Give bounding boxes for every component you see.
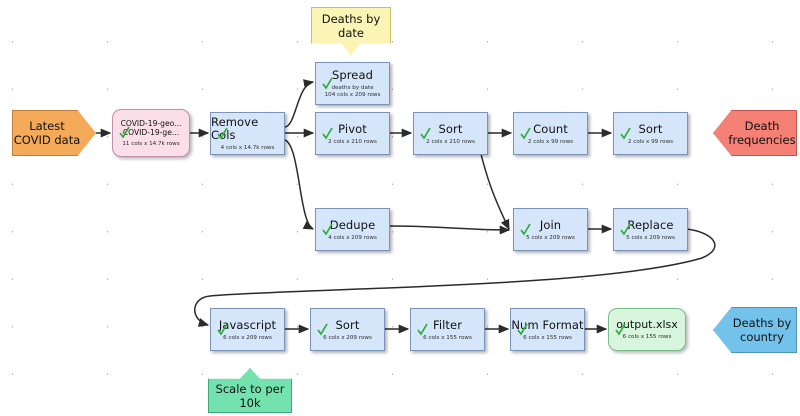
status-ok-icon xyxy=(322,223,333,236)
status-ok-icon xyxy=(119,126,130,139)
edge-removecols-to-spread xyxy=(284,79,315,128)
node-title: Replace xyxy=(627,217,674,232)
node-pivot[interactable]: Pivot 2 cols x 210 rows xyxy=(315,112,390,155)
node-title: Sort xyxy=(335,317,360,332)
node-sort-3[interactable]: Sort 6 cols x 209 rows xyxy=(310,308,385,351)
output-subtitle: 6 cols x 155 rows xyxy=(622,334,672,340)
node-title: Num Format xyxy=(511,317,584,332)
banner-label-line2: frequencies xyxy=(728,133,796,147)
status-ok-icon xyxy=(417,323,428,336)
node-output-xlsx[interactable]: output.xlsx 6 cols x 155 rows xyxy=(608,308,686,351)
node-dedupe[interactable]: Dedupe 4 cols x 209 rows xyxy=(315,208,390,251)
status-ok-icon xyxy=(615,323,626,336)
node-title: Join xyxy=(539,217,562,232)
node-title: Spread xyxy=(331,68,374,83)
banner-label-line1: Deaths by xyxy=(732,316,792,330)
edge-removecols-to-dedupe xyxy=(284,139,315,230)
node-source-covid-data[interactable]: COVID-19-geo... COVID-19-ge... 11 cols x… xyxy=(112,109,190,157)
status-ok-icon xyxy=(620,127,631,140)
status-ok-icon xyxy=(520,127,531,140)
node-subtitle: 5 cols x 209 rows xyxy=(526,234,575,241)
banner-deaths-by-country[interactable]: Deaths by country xyxy=(713,307,797,353)
output-title: output.xlsx xyxy=(616,318,678,331)
node-subtitle: 6 cols x 155 rows xyxy=(423,334,472,341)
note-label-line2: 10k xyxy=(239,395,261,410)
node-subtitle: 6 cols x 155 rows xyxy=(523,334,572,341)
node-subtitle: 4 cols x 14.7k rows xyxy=(220,145,275,152)
banner-label-line1: Latest xyxy=(29,119,65,133)
node-subtitle: 4 cols x 209 rows xyxy=(328,234,377,241)
node-subtitle: 6 cols x 209 rows xyxy=(223,334,272,341)
status-ok-icon xyxy=(217,127,228,140)
note-scale-to-per-10k[interactable]: Scale to per 10k xyxy=(208,368,292,413)
node-title: Sort xyxy=(638,121,663,136)
node-title: Pivot xyxy=(338,121,367,136)
node-subtitle: 2 cols x 99 rows xyxy=(627,138,674,145)
node-subtitle: deaths by date xyxy=(331,85,374,92)
banner-latest-covid-data[interactable]: Latest COVID data xyxy=(12,110,96,156)
note-deaths-by-date[interactable]: Deaths by date xyxy=(311,7,391,55)
node-title: Sort xyxy=(438,121,463,136)
status-ok-icon xyxy=(322,77,333,90)
node-subtitle: 2 cols x 99 rows xyxy=(527,138,574,145)
node-subtitle: 6 cols x 209 rows xyxy=(323,334,372,341)
banner-death-frequencies[interactable]: Death frequencies xyxy=(713,110,797,156)
node-sort-2[interactable]: Sort 2 cols x 99 rows xyxy=(613,112,688,155)
status-ok-icon xyxy=(517,323,528,336)
note-label-line1: Scale to per xyxy=(215,381,285,396)
note-label-line2: date xyxy=(338,26,364,40)
source-subtitle: 11 cols x 14.7k rows xyxy=(122,140,180,147)
node-title: Javascript xyxy=(218,317,277,332)
node-replace[interactable]: Replace 5 cols x 209 rows xyxy=(613,208,688,251)
status-ok-icon xyxy=(620,223,631,236)
node-join[interactable]: Join 5 cols x 209 rows xyxy=(513,208,588,251)
node-num-format[interactable]: Num Format 6 cols x 155 rows xyxy=(510,308,585,351)
node-title: Filter xyxy=(432,317,463,332)
node-count[interactable]: Count 2 cols x 99 rows xyxy=(513,112,588,155)
node-subtitle-2: 104 cols x 209 rows xyxy=(324,92,381,98)
node-remove-cols[interactable]: Remove Cols 4 cols x 14.7k rows xyxy=(210,112,285,155)
status-ok-icon xyxy=(317,323,328,336)
status-ok-icon xyxy=(322,127,333,140)
source-line1: COVID-19-geo... xyxy=(120,118,182,128)
node-spread[interactable]: Spread deaths by date 104 cols x 209 row… xyxy=(315,62,390,105)
source-line2: COVID-19-ge... xyxy=(122,128,180,137)
banner-label-line2: country xyxy=(740,330,784,344)
node-subtitle: 2 cols x 210 rows xyxy=(328,138,377,145)
node-title: Dedupe xyxy=(329,217,376,232)
edge-sort1-to-join xyxy=(478,145,510,231)
node-sort-1[interactable]: Sort 2 cols x 210 rows xyxy=(413,112,488,155)
node-filter[interactable]: Filter 6 cols x 155 rows xyxy=(410,308,485,351)
status-ok-icon xyxy=(217,323,228,336)
edge-dedupe-to-join xyxy=(387,225,511,235)
status-ok-icon xyxy=(420,127,431,140)
node-javascript[interactable]: Javascript 6 cols x 209 rows xyxy=(210,308,285,351)
node-subtitle: 5 cols x 209 rows xyxy=(626,234,675,241)
banner-label-line2: COVID data xyxy=(13,133,81,147)
banner-label-line1: Death xyxy=(744,119,780,133)
node-title: Count xyxy=(533,121,568,136)
note-label-line1: Deaths by xyxy=(321,12,381,26)
status-ok-icon xyxy=(520,223,531,236)
node-subtitle: 2 cols x 210 rows xyxy=(426,138,475,145)
